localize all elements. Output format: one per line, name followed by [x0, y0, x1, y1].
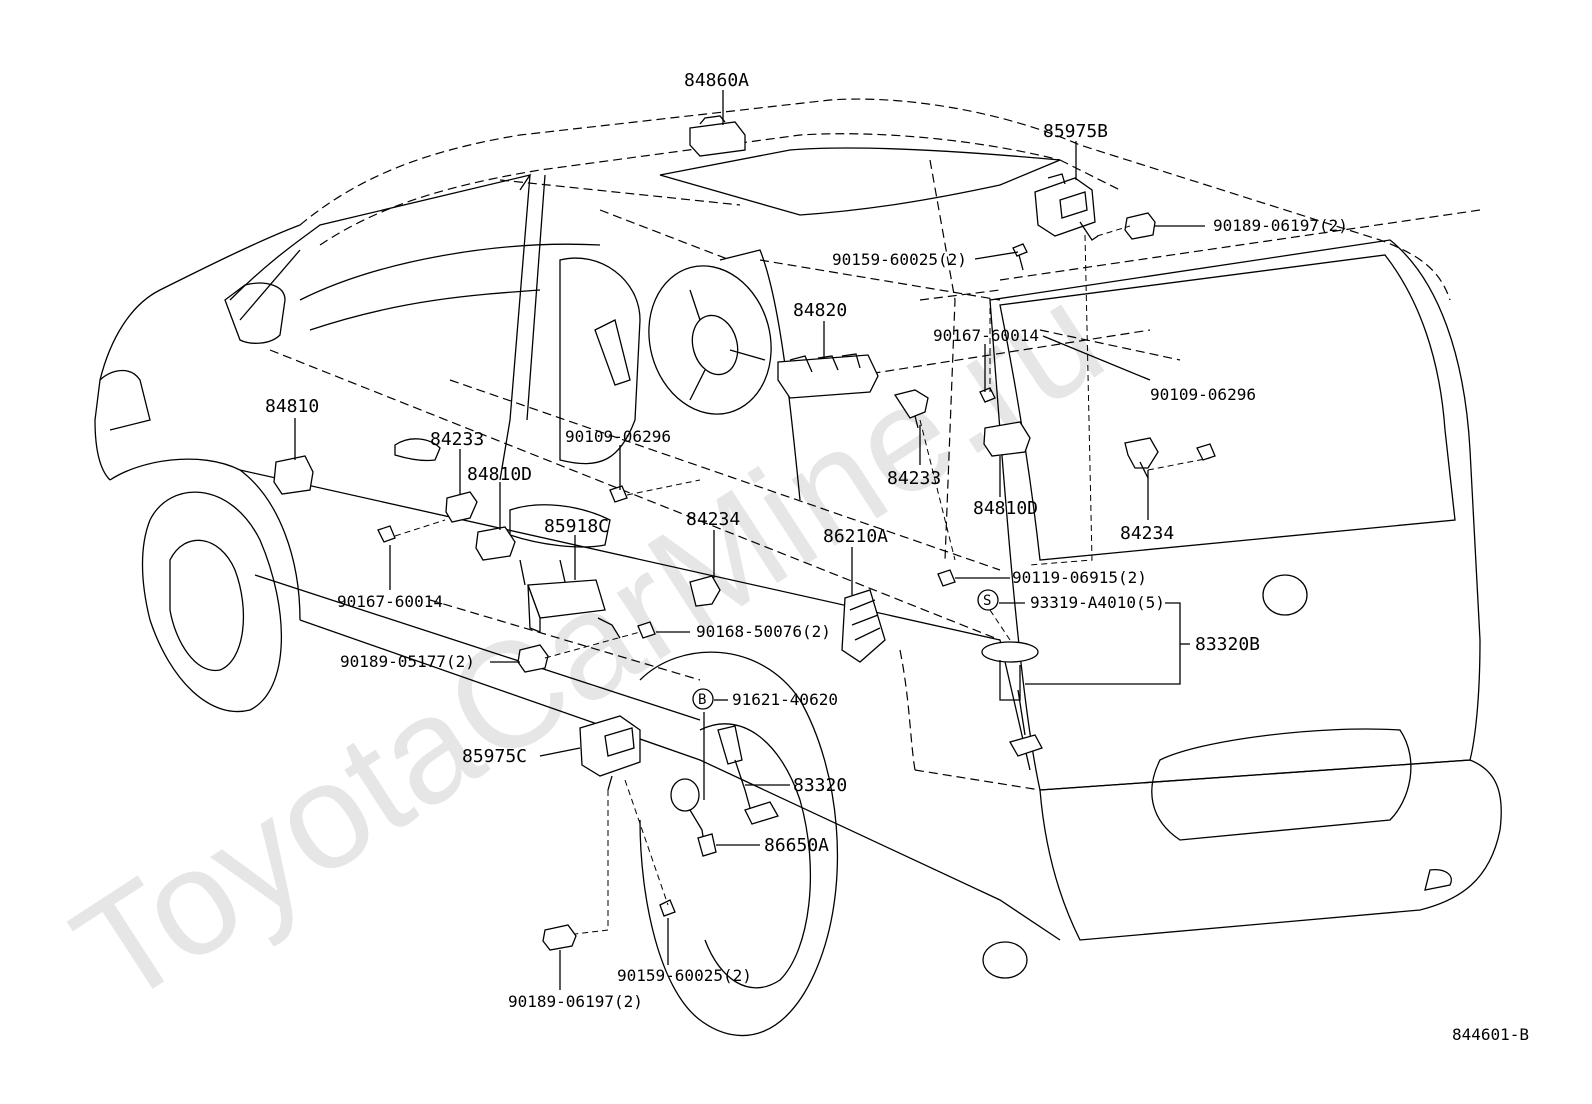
part-clip-bottom-shape	[542, 924, 577, 951]
callout-85918C: 85918C	[544, 516, 609, 537]
s-marker: S	[983, 593, 991, 609]
part-84233-right-shape	[893, 389, 929, 429]
part-bolt-bottom-shape	[659, 899, 676, 917]
callout-90189-06197-bottom: 90189-06197(2)	[508, 992, 643, 1011]
callout-90109-06296-right: 90109-06296	[1150, 385, 1256, 404]
callout-90159-60025-top: 90159-60025(2)	[832, 250, 967, 269]
callout-90167-60014-left: 90167-60014	[337, 592, 443, 611]
part-bolt-right-shape	[1196, 443, 1216, 461]
part-84860A-shape	[689, 115, 746, 157]
callout-84234-right: 84234	[1120, 523, 1174, 544]
part-84810D-right-shape	[983, 421, 1031, 457]
part-84234-mid-shape	[689, 575, 721, 607]
callout-83320B: 83320B	[1195, 634, 1260, 655]
part-84810D-left-shape	[475, 526, 516, 561]
s-marker-circle	[977, 589, 999, 611]
callout-90168-50076: 90168-50076(2)	[696, 622, 831, 641]
part-86210A-shape	[841, 589, 886, 663]
callout-84233-right: 84233	[887, 468, 941, 489]
parts	[273, 115, 1216, 951]
part-bolt-left-shape	[377, 525, 396, 543]
b-marker-circle	[692, 688, 714, 710]
part-clip-top-shape	[1124, 212, 1156, 240]
callout-labels: 84860A 85975B 90189-06197(2) 90159-60025…	[265, 70, 1529, 1044]
callout-85975C: 85975C	[462, 746, 527, 767]
callout-84860A: 84860A	[684, 70, 749, 91]
part-84810-shape	[273, 455, 314, 495]
callout-84234-mid: 84234	[686, 509, 740, 530]
callout-90189-05177: 90189-05177(2)	[340, 652, 475, 671]
callout-85975B: 85975B	[1043, 121, 1108, 142]
part-bolt-center-shape	[609, 485, 628, 503]
callout-90109-06296-mid: 90109-06296	[565, 427, 671, 446]
callout-84233-left: 84233	[430, 429, 484, 450]
callout-86650A: 86650A	[764, 835, 829, 856]
part-83320-shape	[717, 725, 779, 825]
callout-86210A: 86210A	[823, 526, 888, 547]
part-84234-right-shape	[1124, 437, 1159, 479]
part-clip-90189-05177-shape	[517, 644, 549, 673]
part-86650A-shape	[670, 778, 717, 857]
part-bolt-90168-shape	[637, 621, 656, 639]
callout-83320: 83320	[793, 775, 847, 796]
callout-90189-06197-top: 90189-06197(2)	[1213, 216, 1348, 235]
part-85975B-shape	[1034, 173, 1099, 241]
callout-84810D-right: 84810D	[973, 498, 1038, 519]
part-bolt-90119-shape	[937, 569, 956, 587]
callout-90119-06915: 90119-06915(2)	[1012, 568, 1147, 587]
part-85918C-shape	[519, 559, 621, 639]
callout-84810: 84810	[265, 396, 319, 417]
part-bolt-mid-shape	[979, 387, 996, 403]
part-85975C-shape	[579, 715, 641, 791]
part-83320B-shape	[981, 641, 1043, 757]
part-84820-shape	[777, 353, 879, 399]
callout-84820: 84820	[793, 300, 847, 321]
part-bolt-top-shape	[1012, 243, 1028, 271]
watermark: ToyotaCarMine.ru	[46, 251, 1130, 1037]
part-84233-left-shape	[445, 491, 478, 523]
figure-code: 844601-B	[1452, 1025, 1529, 1044]
callout-91621-40620: 91621-40620	[732, 690, 838, 709]
vehicle-outline	[94, 98, 1502, 1037]
callout-93319-A4010: 93319-A4010(5)	[1030, 593, 1165, 612]
b-marker: B	[698, 692, 706, 708]
callout-90167-60014-right: 90167-60014	[933, 326, 1039, 345]
callout-90159-60025-bottom: 90159-60025(2)	[617, 966, 752, 985]
leader-lines	[294, 90, 1211, 990]
callout-84810D-left: 84810D	[467, 464, 532, 485]
